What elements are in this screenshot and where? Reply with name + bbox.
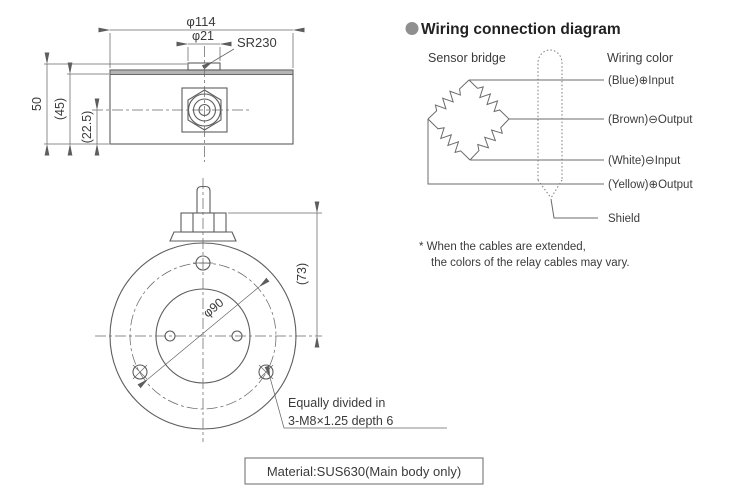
- wire-label-yellow: (Yellow)⊕Output: [608, 179, 693, 191]
- dim-label-height-50: 50: [30, 97, 44, 111]
- dim-label-phi90: φ90: [201, 295, 227, 320]
- dim-label-sr230: SR230: [237, 35, 277, 50]
- sensor-bridge-symbol: [427, 79, 510, 161]
- wire-shield: [550, 198, 598, 219]
- side-view: φ114 φ21 SR230 50 (45) (22.5): [30, 14, 305, 162]
- loadcell-top-plate: [109, 69, 294, 75]
- hole-note-line1: Equally divided in: [288, 396, 385, 410]
- wiring-note-line1: * When the cables are extended,: [419, 241, 586, 253]
- dim-label-73: (73): [295, 263, 309, 285]
- wiring-color-label: Wiring color: [607, 51, 673, 65]
- cable-sheath: [537, 49, 563, 199]
- dim-label-height-45: (45): [53, 98, 67, 120]
- wire-yellow: [427, 119, 604, 185]
- wiring-note-line2: the colors of the relay cables may vary.: [431, 257, 630, 269]
- dim-label-phi21: φ21: [192, 29, 214, 43]
- cable-stud: [196, 185, 211, 213]
- material-label: Material:SUS630(Main body only): [267, 464, 461, 479]
- sensor-bridge-label: Sensor bridge: [428, 51, 506, 65]
- load-button: [187, 62, 221, 71]
- wire-label-blue: (Blue)⊕Input: [608, 75, 675, 87]
- gland-hex-nut: [180, 212, 227, 233]
- dim-label-height-22-5: (22.5): [80, 111, 94, 144]
- wiring-title: Wiring connection diagram: [421, 21, 621, 38]
- material-box: Material:SUS630(Main body only): [244, 457, 484, 485]
- hole-note-line2: 3-M8×1.25 depth 6: [288, 414, 393, 428]
- wire-label-brown: (Brown)⊖Output: [608, 114, 693, 126]
- bullet-icon: [405, 22, 419, 35]
- wire-label-white: (White)⊖Input: [608, 155, 681, 167]
- wire-label-shield: Shield: [608, 213, 640, 225]
- plan-view: (73) φ90 Equally divided in 3-M8×1.25 de…: [95, 178, 447, 442]
- loadcell-body-outline: [109, 69, 294, 145]
- dim-label-phi114: φ114: [186, 14, 215, 29]
- gland-flange: [169, 231, 237, 242]
- wiring-diagram: Wiring connection diagram Sensor bridge …: [405, 21, 693, 269]
